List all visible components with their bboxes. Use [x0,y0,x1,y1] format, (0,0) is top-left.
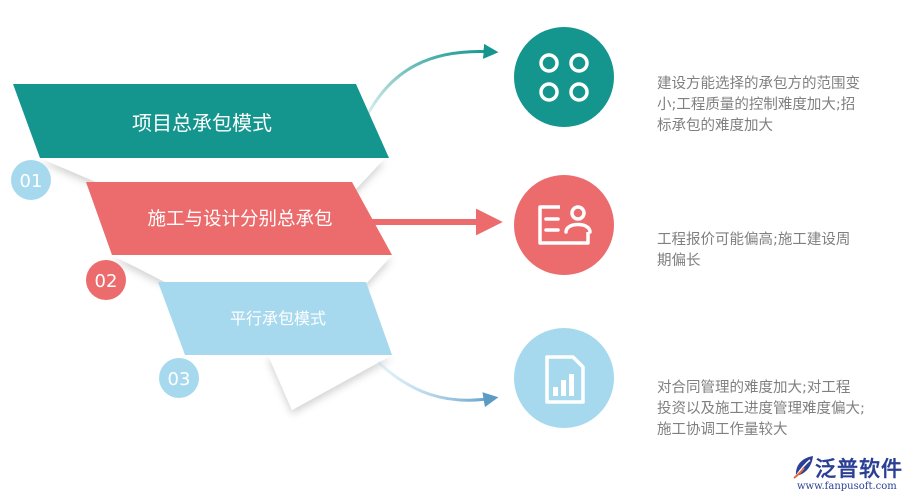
description-2: 工程报价可能偏高;施工建设周 期偏长 [657,232,851,269]
logo-url: www.fanpusoft.com [797,481,897,492]
step-banner-1[interactable] [13,84,389,158]
step-number-2: 02 [95,271,118,292]
four-circles-grid-icon [514,27,614,127]
step-number-1: 01 [20,171,43,192]
arrow-curve-1 [366,43,499,115]
brand-logo[interactable]: 泛普软件 www.fanpusoft.com [793,452,913,498]
step-badge-1 [11,160,51,200]
step-badge-2 [86,260,126,300]
step-badge-3 [159,358,199,398]
description-1: 建设方能选择的承包方的范围变 小;工程质量的控制难度加大;招 标承包的难度加大 [657,76,860,134]
document-chart-icon [514,328,614,428]
step-banner-2[interactable] [86,182,392,255]
logo-name: 泛普软件 [815,457,903,481]
arrow-curve-3 [376,360,499,408]
step-title-3: 平行承包模式 [230,309,326,328]
step-title-1: 项目总承包模式 [132,111,272,135]
description-3: 对合同管理的难度加大;对工程 投资以及施工进度管理难度偏大; 施工协调工作量较大 [657,380,865,438]
step-title-2: 施工与设计分别总承包 [147,209,332,230]
step-banner-3[interactable] [158,282,392,355]
fold-flap-3 [268,355,392,410]
step-number-3: 03 [168,369,191,390]
id-card-icon [514,175,614,275]
leaf-logo-icon [793,456,813,479]
